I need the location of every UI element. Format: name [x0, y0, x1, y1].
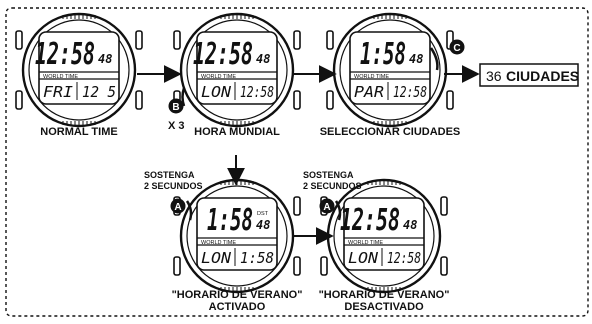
world-time-label: WORLD TIME: [348, 240, 383, 246]
watch-side-button: [15, 30, 23, 50]
hold-note-2-line-1: SOSTENGA: [303, 170, 354, 180]
watch-caption: SELECCIONAR CIUDADES: [320, 126, 461, 138]
watch-caption: DESACTIVADO: [344, 301, 424, 313]
watch-main-time: 12:58: [340, 203, 400, 238]
watch-side-button: [15, 90, 23, 110]
watch-side-button: [173, 256, 181, 276]
watch-side-button: [135, 90, 143, 110]
watch-lcd: [343, 197, 425, 271]
watch-main-time: 1:58: [207, 203, 253, 238]
button-a-icon: [170, 198, 186, 214]
watch-main-time: 12:58: [35, 37, 95, 72]
watch-side-button: [293, 256, 301, 276]
watch-city-code: FRI: [43, 83, 73, 101]
world-time-label: WORLD TIME: [201, 240, 236, 246]
button-a-icon: [319, 198, 335, 214]
watch-secondary-readout: 12 5: [82, 83, 116, 101]
cities-box: [479, 63, 579, 87]
press-count: X 3: [168, 120, 185, 132]
watch-bezel: [186, 185, 288, 287]
button-b-icon: [168, 98, 184, 114]
watch-caption: "HORARIO DE VERANO": [172, 289, 303, 301]
watch-bezel: [28, 19, 130, 121]
world-time-label: WORLD TIME: [201, 74, 236, 80]
button-b-label: B: [172, 102, 179, 113]
cities-box-label: CIUDADES: [506, 68, 579, 84]
button-a-label: A: [323, 202, 330, 213]
hold-note-1-line-1: SOSTENGA: [144, 170, 195, 180]
watch-main-time: 12:58: [193, 37, 253, 72]
watch-side-button: [135, 30, 143, 50]
button-c-indicator: C: [429, 39, 465, 71]
watch-secondary-readout: 12:58: [393, 83, 427, 101]
watch-lcd: [349, 31, 431, 105]
watch-bezel: [339, 19, 441, 121]
button-a-label: A: [174, 202, 181, 213]
watch-city-code: LON: [201, 83, 232, 101]
watch-side-button: [446, 90, 454, 110]
watch-lcd: [38, 31, 120, 105]
world-time-label: WORLD TIME: [43, 74, 78, 80]
watch-seconds: 48: [98, 52, 112, 66]
watch-main-time: 1:58: [360, 37, 406, 72]
dashed-frame: [5, 7, 589, 317]
watch-side-button: [320, 256, 328, 276]
watch-city-code: LON: [348, 249, 379, 267]
watch-seconds: 48: [409, 52, 423, 66]
button-c-icon: [449, 39, 465, 55]
watch-seconds: 48: [256, 218, 270, 232]
watch-side-button: [440, 196, 448, 216]
watch-bezel: [333, 185, 435, 287]
watch-lcd: [196, 31, 278, 105]
button-a-indicator-1: A: [170, 198, 193, 221]
dst-indicator: DST: [257, 211, 269, 217]
watch-lcd: [196, 197, 278, 271]
watch-caption: "HORARIO DE VERANO": [319, 289, 450, 301]
watch-caption: ACTIVADO: [209, 301, 266, 313]
button-a-indicator-2: A: [319, 198, 342, 221]
watch-caption: NORMAL TIME: [40, 126, 117, 138]
watch-side-button: [293, 90, 301, 110]
watch-side-button: [293, 30, 301, 50]
watch-side-button: [173, 30, 181, 50]
watch-side-button: [326, 30, 334, 50]
watch-seconds: 48: [256, 52, 270, 66]
world-time-label: WORLD TIME: [354, 74, 389, 80]
watch-bezel: [186, 19, 288, 121]
watch-secondary-readout: 12:58: [240, 83, 274, 101]
watch-side-button: [440, 256, 448, 276]
button-b-indicator: B: [168, 87, 186, 114]
watch-secondary-readout: 1:58: [240, 249, 274, 267]
watch-caption: HORA MUNDIAL: [194, 126, 280, 138]
button-c-label: C: [453, 43, 460, 54]
watch-seconds: 48: [403, 218, 417, 232]
cities-box-number: 36: [486, 68, 502, 84]
hold-note-2-line-2: 2 SECUNDOS: [303, 181, 362, 191]
watch-side-button: [326, 90, 334, 110]
watch-city-code: PAR: [354, 83, 384, 101]
watch-secondary-readout: 12:58: [387, 249, 421, 267]
watch-city-code: LON: [201, 249, 232, 267]
hold-note-1-line-2: 2 SECUNDOS: [144, 181, 203, 191]
watch-side-button: [293, 196, 301, 216]
